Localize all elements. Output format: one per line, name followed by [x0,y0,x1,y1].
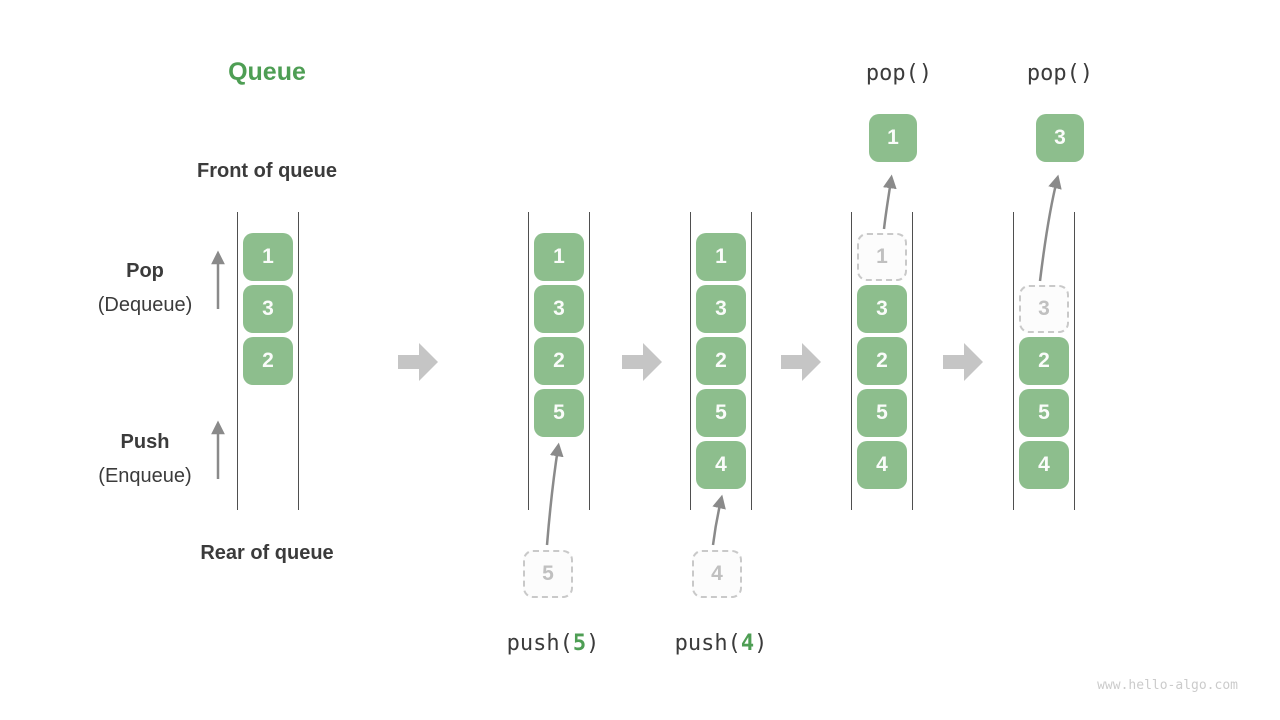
incoming-element: 4 [692,550,742,598]
op-text: push( [506,631,573,656]
queue-element: 2 [696,337,746,385]
queue-element: 5 [534,389,584,437]
front-of-queue-label: Front of queue [197,160,337,182]
removed-element-placeholder: 3 [1019,285,1069,333]
state-flow-arrow-icon [781,343,821,381]
queue-element: 4 [857,441,907,489]
queue-element: 5 [1019,389,1069,437]
queue-state-1: 1 3 2 [237,212,299,510]
queue-rail-left [1013,212,1014,510]
queue-rail-left [528,212,529,510]
queue-element: 3 [534,285,584,333]
pop-side-label: Pop (Dequeue) [60,260,230,317]
queue-rail-right [589,212,590,510]
diagram-title: Queue [228,58,306,86]
op-arg: 5 [572,631,587,656]
queue-state-3: 1 3 2 5 4 [690,212,752,510]
state-flow-arrow-icon [622,343,662,381]
queue-state-2: 1 3 2 5 [528,212,590,510]
pop-operation-label: pop() [1026,61,1094,86]
popped-element: 3 [1036,114,1084,162]
queue-state-5: 3 2 5 4 [1013,212,1075,510]
queue-rail-right [298,212,299,510]
queue-element: 3 [243,285,293,333]
queue-state-4: 1 3 2 5 4 [851,212,913,510]
pop-label: Pop [126,260,164,282]
op-arg: 4 [740,631,755,656]
queue-element: 1 [534,233,584,281]
queue-rail-left [690,212,691,510]
site-watermark: www.hello-algo.com [1097,678,1238,693]
queue-rail-left [237,212,238,510]
push-operation-label: push(5) [493,631,613,656]
push-label: Push [120,431,170,453]
queue-rail-right [912,212,913,510]
push-operation-label: push(4) [661,631,781,656]
queue-element: 2 [857,337,907,385]
queue-element: 5 [696,389,746,437]
popped-element: 1 [869,114,917,162]
queue-rail-right [1074,212,1075,510]
rear-of-queue-label: Rear of queue [200,542,334,564]
enqueue-label: (Enqueue) [98,465,192,487]
queue-element: 4 [1019,441,1069,489]
op-text: ) [586,631,600,656]
queue-element: 1 [243,233,293,281]
queue-element: 2 [1019,337,1069,385]
queue-element: 2 [243,337,293,385]
queue-element: 3 [857,285,907,333]
queue-rail-left [851,212,852,510]
queue-element: 3 [696,285,746,333]
queue-element: 5 [857,389,907,437]
op-text: ) [754,631,768,656]
op-text: push( [674,631,741,656]
queue-element: 2 [534,337,584,385]
queue-element: 4 [696,441,746,489]
state-flow-arrow-icon [398,343,438,381]
pop-operation-label: pop() [865,61,933,86]
queue-rail-right [751,212,752,510]
state-flow-arrow-icon [943,343,983,381]
queue-element: 1 [696,233,746,281]
push-side-label: Push (Enqueue) [60,431,230,488]
removed-element-placeholder: 1 [857,233,907,281]
dequeue-label: (Dequeue) [97,294,193,316]
incoming-element: 5 [523,550,573,598]
